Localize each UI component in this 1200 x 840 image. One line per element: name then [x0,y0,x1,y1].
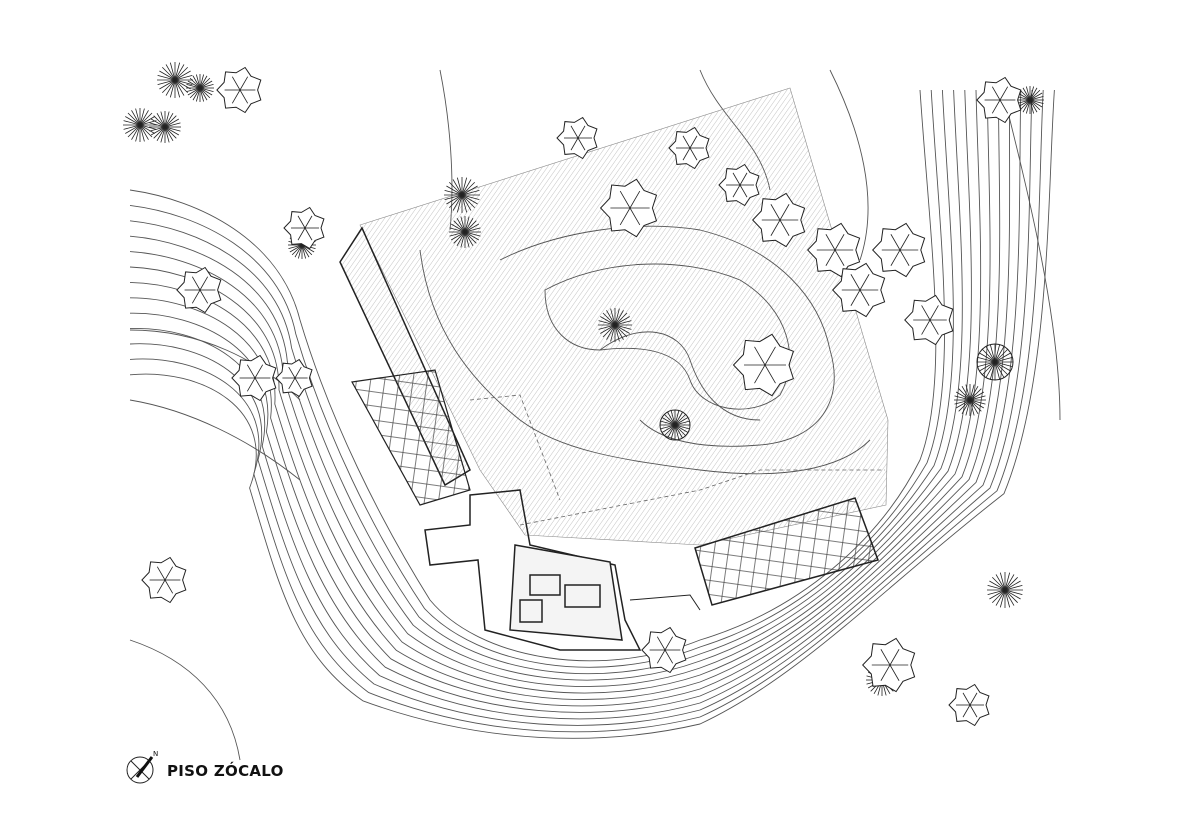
tree-canopy-symbol [904,294,954,346]
tree-canopy-symbol [668,126,710,170]
north-arrow: N [126,750,158,784]
tree-canopy-symbol [231,354,277,402]
contour-line [129,89,937,662]
building-wing-east [694,497,879,606]
tree-canopy-symbol [752,192,806,248]
tree-canopy-symbol [832,262,886,318]
building-core [424,394,885,651]
tree-canopy-symbol [599,178,658,238]
tree-canopy-symbol [176,266,222,314]
building-wing-west [339,226,471,506]
palm-tree-symbol [987,572,1023,608]
contour-line [129,89,1022,720]
contour-line [129,399,301,481]
trees [123,62,1044,727]
contour-line [129,89,963,681]
palm-tree-symbol [444,177,480,213]
tree-canopy-symbol [872,222,926,278]
palm-tree-symbol [157,62,193,98]
palm-tree-symbol [954,384,986,416]
round-tree-symbol [659,409,691,441]
contour-line [129,89,954,675]
contour-line [129,89,1001,707]
tree-canopy-symbol [732,333,795,397]
contour-line [999,79,1061,421]
tree-canopy-symbol [862,637,916,693]
contour-line [129,89,1055,739]
tree-canopy-symbol [216,66,262,114]
tree-canopy-symbol [718,163,760,207]
contour-line [129,639,241,761]
tree-canopy-symbol [641,626,687,674]
tree-canopy-symbol [141,556,187,604]
palm-tree-symbol [449,216,481,248]
contour-line [129,89,945,668]
contour-line [129,89,1033,726]
tree-canopy-symbol [807,222,861,278]
palm-tree-symbol [186,74,214,102]
round-tree-symbol [976,343,1014,381]
drawing-title: PISO ZÓCALO [167,762,284,780]
palm-tree-symbol [123,108,157,142]
north-label: N [153,750,158,758]
contour-line [829,69,869,261]
palm-tree-symbol [598,308,632,342]
contour-line [129,89,1011,713]
palm-tree-symbol [660,410,690,440]
tree-canopy-symbol [976,76,1022,124]
palm-tree-symbol [977,344,1013,380]
tree-canopy-symbol [948,683,990,727]
tree-canopy-symbol [275,358,313,398]
tree-canopy-symbol [283,206,325,250]
tree-canopy-symbol [556,116,598,160]
palm-tree-symbol [149,111,181,143]
contour-line [129,89,991,700]
